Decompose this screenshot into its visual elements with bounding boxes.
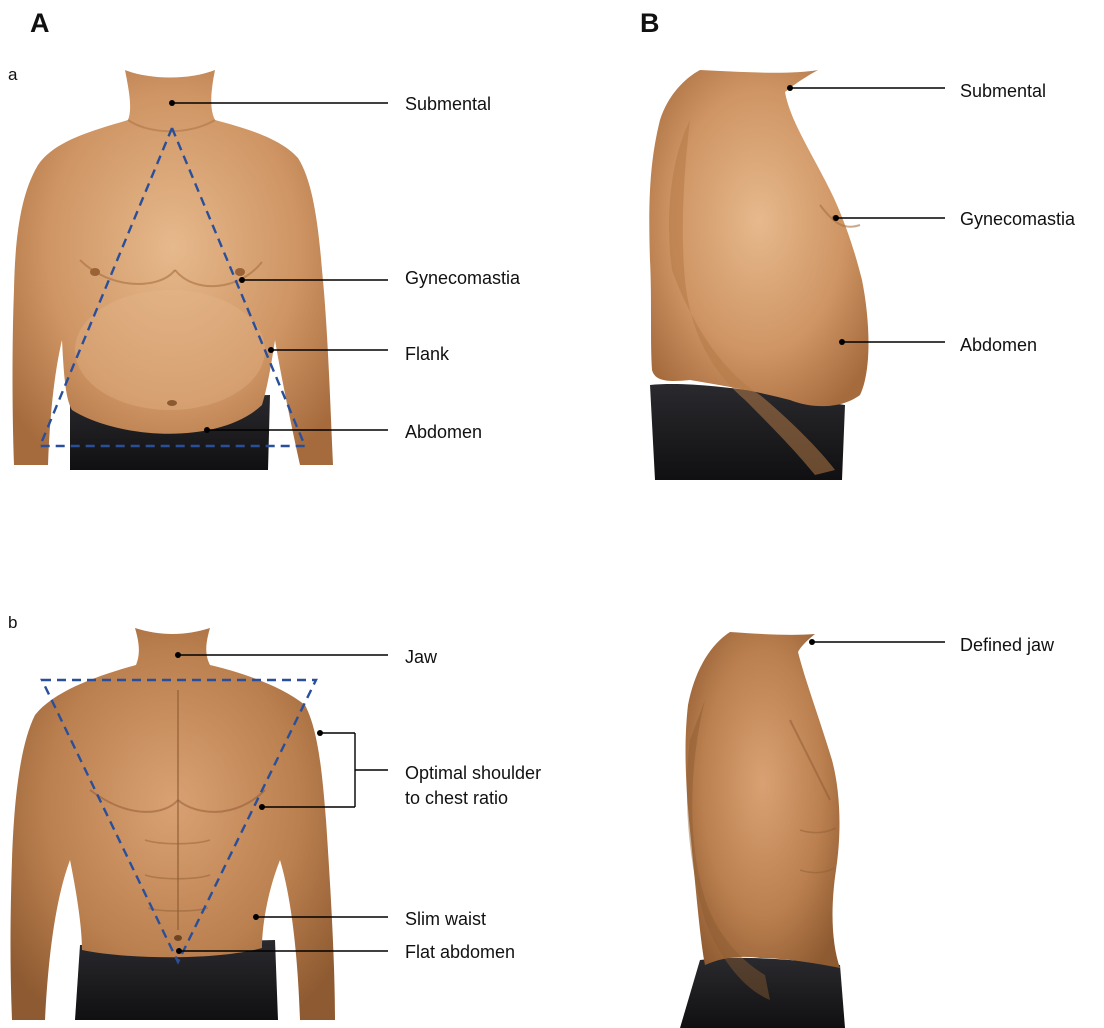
label-defined-jaw: Defined jaw: [960, 635, 1055, 655]
label-jaw: Jaw: [405, 647, 438, 667]
label-gynecomastia-side: Gynecomastia: [960, 209, 1076, 229]
label-abdomen-side: Abdomen: [960, 335, 1037, 355]
label-slim-waist: Slim waist: [405, 909, 486, 929]
label-submental-front: Submental: [405, 94, 491, 114]
label-to-chest-ratio: to chest ratio: [405, 788, 508, 808]
panel-letter-a: a: [8, 65, 18, 84]
panel-letter-b: b: [8, 613, 17, 632]
label-abdomen-front: Abdomen: [405, 422, 482, 442]
panel-letter-B: B: [640, 8, 660, 38]
callout-defined-jaw: Defined jaw: [809, 635, 1055, 655]
callout-abdomen-side: Abdomen: [839, 335, 1037, 355]
label-flat-abdomen: Flat abdomen: [405, 942, 515, 962]
callout-slim-waist: Slim waist: [253, 909, 486, 929]
label-flank-front: Flank: [405, 344, 450, 364]
label-gynecomastia-front: Gynecomastia: [405, 268, 521, 288]
bottom-side-torso: [680, 632, 845, 1028]
callout-gynecomastia-side: Gynecomastia: [833, 209, 1076, 229]
callout-submental-side: Submental: [787, 81, 1046, 101]
label-optimal-shoulder: Optimal shoulder: [405, 763, 541, 783]
top-side-torso: [649, 70, 868, 480]
panel-letter-A: A: [30, 8, 50, 38]
label-submental-side: Submental: [960, 81, 1046, 101]
bottom-front-torso: [11, 628, 336, 1020]
callout-submental-front: Submental: [169, 94, 491, 114]
callout-jaw: Jaw: [175, 647, 438, 667]
